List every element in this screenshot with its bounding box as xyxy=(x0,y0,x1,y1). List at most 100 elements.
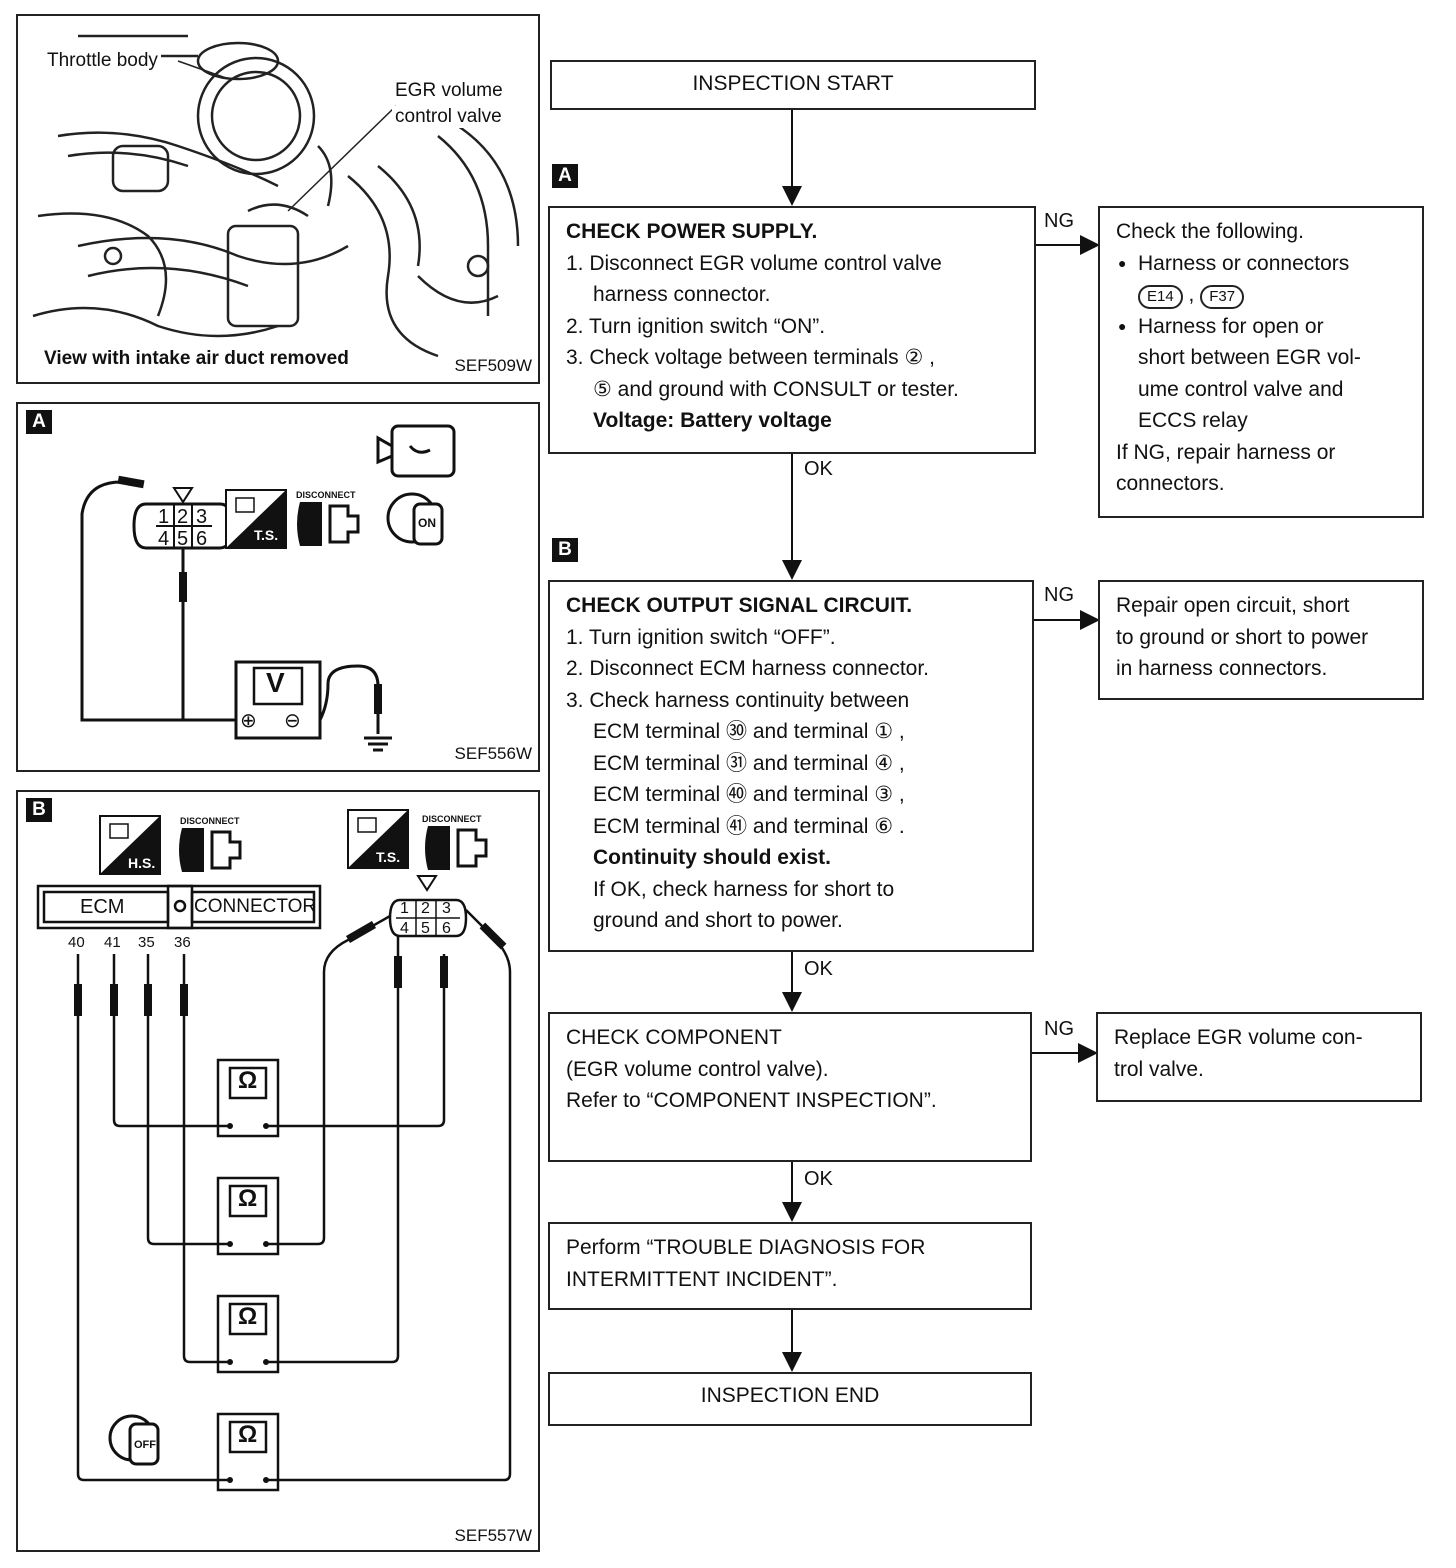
ng3-line2: trol valve. xyxy=(1114,1057,1204,1081)
figure-code-sef509w: SEF509W xyxy=(454,356,532,375)
connector-e14-badge: E14 xyxy=(1138,285,1183,309)
ecm-pin-41: 41 xyxy=(104,934,121,951)
throttle-body-label: Throttle body xyxy=(44,50,161,72)
panel-b-pin-5: 5 xyxy=(421,920,430,937)
step2-line10: ground and short to power. xyxy=(593,909,843,932)
connector-f37-badge: F37 xyxy=(1200,285,1245,309)
check-power-supply-box: CHECK POWER SUPPLY. 1. Disconnect EGR vo… xyxy=(548,206,1036,454)
check-power-supply-title: CHECK POWER SUPPLY. xyxy=(566,220,818,243)
ng1-line1: Check the following. xyxy=(1116,220,1304,243)
step2-line3: 3. Check harness continuity between xyxy=(566,688,910,712)
panel-a-pin-1: 1 xyxy=(158,506,170,528)
step1-line1: 1. Disconnect EGR volume control valve xyxy=(566,251,942,275)
ng2-line1: Repair open circuit, short xyxy=(1116,594,1350,617)
flow-tag-b: B xyxy=(552,538,578,562)
panel-b-disconnect-label-1: DISCONNECT xyxy=(180,816,240,826)
panel-b-wiring xyxy=(36,809,512,1492)
step4-line2: INTERMITTENT INCIDENT”. xyxy=(566,1267,838,1291)
ok-label-3: OK xyxy=(804,1168,833,1190)
step2-line6: ECM terminal ㊵ and terminal ③ , xyxy=(593,783,905,806)
ng1-line6: connectors. xyxy=(1116,472,1225,495)
panel-a-pin-5: 5 xyxy=(177,528,189,550)
ng2-line2: to ground or short to power xyxy=(1116,625,1369,649)
step4-line1: Perform “TROUBLE DIAGNOSIS FOR xyxy=(566,1236,926,1259)
ng1-connectors: E14 , F37 xyxy=(1116,279,1406,311)
trouble-diagnosis-box: Perform “TROUBLE DIAGNOSIS FOR INTERMITT… xyxy=(548,1222,1032,1310)
step1-line2: 2. Turn ignition switch “ON”. xyxy=(566,314,826,338)
step2-line1: 1. Turn ignition switch “OFF”. xyxy=(566,625,836,649)
step1-line3: 3. Check voltage between terminals ② , xyxy=(566,346,936,369)
ecm-pin-35: 35 xyxy=(138,934,155,951)
panel-a-pin-4: 4 xyxy=(158,528,170,550)
step2-continuity-spec: Continuity should exist. xyxy=(593,846,832,869)
panel-a-tag: A xyxy=(26,410,52,434)
inspection-end-box: INSPECTION END xyxy=(548,1372,1032,1426)
photo-caption: View with intake air duct removed xyxy=(44,348,349,369)
step2-line9: If OK, check harness for short to xyxy=(593,877,895,901)
engine-photo-panel: Throttle body EGR volume control valve V… xyxy=(16,14,540,384)
panel-b-tag: B xyxy=(26,798,52,822)
ng2-repair-box: Repair open circuit, short to ground or … xyxy=(1098,580,1424,700)
panel-b-disconnect-label-2: DISCONNECT xyxy=(422,814,482,824)
ng1-line5: If NG, repair harness or xyxy=(1116,440,1336,464)
panel-a-pin-3: 3 xyxy=(196,506,208,528)
ng2-line3: in harness connectors. xyxy=(1116,657,1328,680)
ng1-bullet2-line4: ECCS relay xyxy=(1138,409,1248,432)
ecm-pin-36: 36 xyxy=(174,934,191,951)
ng3-line1: Replace EGR volume con- xyxy=(1114,1026,1363,1049)
ng1-bullet2-line2: short between EGR vol- xyxy=(1138,346,1361,369)
figure-code-sef557w: SEF557W xyxy=(454,1526,532,1545)
ok-label-1: OK xyxy=(804,458,833,480)
panel-a-wiring xyxy=(80,424,456,752)
step3-line3: Refer to “COMPONENT INSPECTION”. xyxy=(566,1089,937,1112)
ecm-pin-40: 40 xyxy=(68,934,85,951)
connector-label: CONNECTOR xyxy=(194,896,317,917)
panel-b-pin-4: 4 xyxy=(400,920,409,937)
panel-a-pin-6: 6 xyxy=(196,528,208,550)
check-output-signal-title: CHECK OUTPUT SIGNAL CIRCUIT. xyxy=(566,594,913,617)
panel-b-ts-label: T.S. xyxy=(376,849,401,865)
ecm-label: ECM xyxy=(80,896,125,918)
panel-a-pin-2: 2 xyxy=(177,506,189,528)
engine-bay-sketch xyxy=(32,34,520,358)
panel-b-pin-1: 1 xyxy=(400,900,409,917)
ohmmeter-symbol-2: Ω xyxy=(238,1185,258,1212)
step2-line4: ECM terminal ㉚ and terminal ① , xyxy=(593,720,905,743)
panel-b-continuity-check: B xyxy=(16,790,540,1552)
ng3-replace-box: Replace EGR volume con- trol valve. xyxy=(1096,1012,1422,1102)
step2-line2: 2. Disconnect ECM harness connector. xyxy=(566,657,930,680)
check-component-box: CHECK COMPONENT (EGR volume control valv… xyxy=(548,1012,1032,1162)
panel-b-pin-3: 3 xyxy=(442,900,451,917)
step3-line2: (EGR volume control valve). xyxy=(566,1057,829,1081)
panel-a-voltmeter-symbol: V xyxy=(266,667,285,698)
ohmmeter-symbol-4: Ω xyxy=(238,1421,258,1448)
check-output-signal-box: CHECK OUTPUT SIGNAL CIRCUIT. 1. Turn ign… xyxy=(548,580,1034,952)
inspection-start-box: INSPECTION START xyxy=(550,60,1036,110)
ok-label-2: OK xyxy=(804,958,833,980)
panel-b-ignition-label: OFF xyxy=(134,1439,156,1451)
step2-line7: ECM terminal ㊶ and terminal ⑥ . xyxy=(593,814,905,838)
panel-a-voltage-check: A xyxy=(16,402,540,772)
panel-a-disconnect-label: DISCONNECT xyxy=(296,490,356,500)
panel-a-ignition-label: ON xyxy=(418,516,436,530)
ohmmeter-symbol-1: Ω xyxy=(238,1067,258,1094)
step3-line1: CHECK COMPONENT xyxy=(566,1026,782,1049)
ng1-bullet2-line1: Harness for open or xyxy=(1116,311,1406,343)
step1-line1b: harness connector. xyxy=(593,283,771,306)
step2-line5: ECM terminal ㉛ and terminal ④ , xyxy=(593,751,905,775)
ng1-bullet1: Harness or connectors xyxy=(1116,248,1406,280)
ng1-check-following-box: Check the following. Harness or connecto… xyxy=(1098,206,1424,518)
panel-a-ts-label: T.S. xyxy=(254,527,279,543)
step1-line3b: ⑤ and ground with CONSULT or tester. xyxy=(593,377,959,401)
figure-code-sef556w: SEF556W xyxy=(454,744,532,763)
ng-label-1: NG xyxy=(1044,210,1074,232)
ohmmeter-symbol-3: Ω xyxy=(238,1303,258,1330)
ng1-bullet2-line3: ume control valve and xyxy=(1138,377,1344,401)
panel-b-pin-6: 6 xyxy=(442,920,451,937)
egr-valve-label-line1: EGR volume xyxy=(392,80,506,102)
panel-a-minus-terminal: ⊖ xyxy=(284,710,301,732)
step1-voltage-spec: Voltage: Battery voltage xyxy=(593,409,832,432)
panel-b-pin-2: 2 xyxy=(421,900,430,917)
panel-a-plus-terminal: ⊕ xyxy=(240,710,257,732)
